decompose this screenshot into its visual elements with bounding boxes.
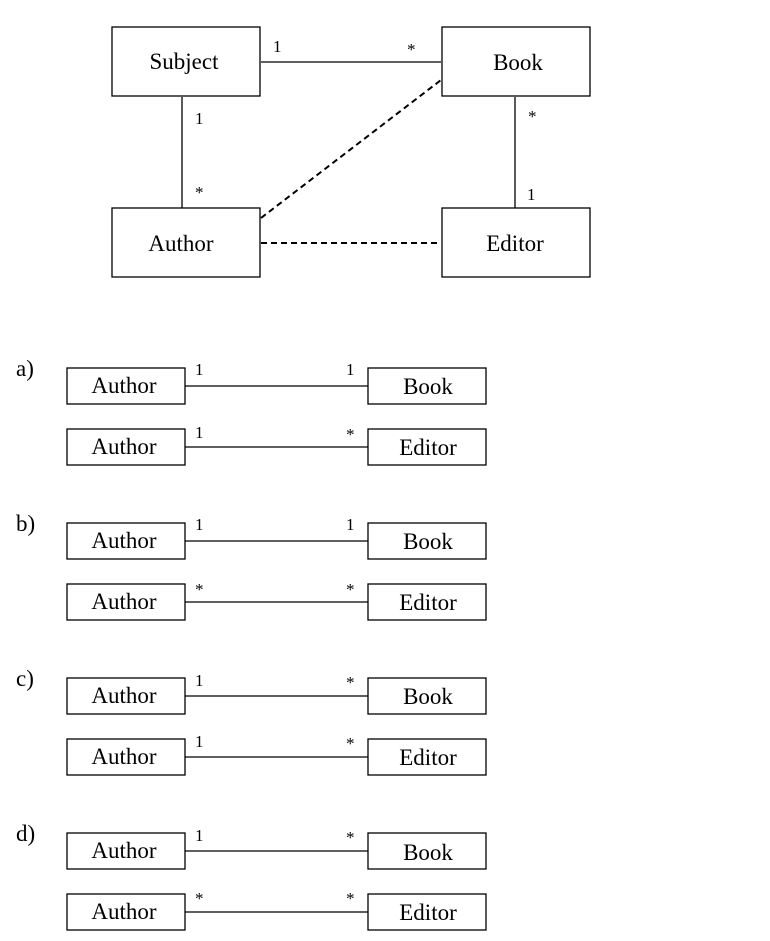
class-box-left bbox=[66, 832, 186, 870]
option-label: a) bbox=[16, 356, 34, 381]
option-row: Author Editor 1 * bbox=[66, 732, 487, 776]
class-box-left bbox=[66, 367, 186, 405]
class-box-left bbox=[66, 738, 186, 776]
class-name-author: Author bbox=[148, 231, 214, 256]
option-label: d) bbox=[16, 821, 35, 846]
class-box-right bbox=[367, 522, 487, 560]
left-multiplicity: 1 bbox=[195, 671, 204, 690]
right-class-name: Editor bbox=[399, 435, 457, 460]
left-multiplicity: 1 bbox=[195, 826, 204, 845]
option-row: Author Editor * * bbox=[66, 580, 487, 621]
class-box-left bbox=[66, 677, 186, 715]
right-multiplicity: * bbox=[346, 673, 355, 692]
class-box-right bbox=[367, 583, 487, 621]
right-class-name: Book bbox=[403, 374, 453, 399]
mult-book-editor-book-end: * bbox=[528, 107, 537, 126]
class-box-left bbox=[66, 893, 186, 931]
author-book-derived-association bbox=[260, 79, 442, 219]
class-box-right bbox=[367, 832, 487, 870]
option-label: c) bbox=[16, 666, 34, 691]
class-box-book: Book bbox=[441, 26, 591, 97]
left-class-name: Author bbox=[91, 744, 157, 769]
left-class-name: Author bbox=[91, 899, 157, 924]
right-multiplicity: * bbox=[346, 425, 355, 444]
option-row: Author Editor * * bbox=[66, 889, 487, 931]
main-class-diagram: Subject Book Author Editor 1 * 1 * * 1 bbox=[111, 26, 591, 278]
option-label: b) bbox=[16, 511, 35, 536]
left-multiplicity: 1 bbox=[195, 423, 204, 442]
option-row: Author Book 1 1 bbox=[66, 515, 487, 560]
option-d: d) Author Book 1 * Author Editor * * bbox=[16, 821, 487, 931]
option-b: b) Author Book 1 1 Author Editor * * bbox=[16, 511, 487, 621]
class-box-author: Author bbox=[111, 207, 261, 278]
class-box-right bbox=[367, 738, 487, 776]
right-multiplicity: 1 bbox=[346, 360, 355, 379]
option-c: c) Author Book 1 * Author Editor 1 * bbox=[16, 666, 487, 776]
left-class-name: Author bbox=[91, 838, 157, 863]
option-row: Author Book 1 * bbox=[66, 826, 487, 870]
class-box-left bbox=[66, 428, 186, 466]
class-box-right bbox=[367, 677, 487, 715]
right-multiplicity: * bbox=[346, 828, 355, 847]
class-name-book: Book bbox=[493, 50, 543, 75]
left-multiplicity: 1 bbox=[195, 515, 204, 534]
class-box-left bbox=[66, 583, 186, 621]
mult-subject-book-subject-end: 1 bbox=[273, 37, 282, 56]
right-multiplicity: * bbox=[346, 734, 355, 753]
option-row: Author Book 1 * bbox=[66, 671, 487, 715]
mult-subject-book-book-end: * bbox=[407, 40, 416, 59]
right-multiplicity: 1 bbox=[346, 515, 355, 534]
right-multiplicity: * bbox=[346, 580, 355, 599]
left-multiplicity: * bbox=[195, 580, 204, 599]
option-row: Author Book 1 1 bbox=[66, 360, 487, 405]
right-class-name: Book bbox=[403, 684, 453, 709]
right-class-name: Book bbox=[403, 840, 453, 865]
class-box-right bbox=[367, 893, 487, 931]
right-multiplicity: * bbox=[346, 889, 355, 908]
class-box-editor: Editor bbox=[441, 207, 591, 278]
right-class-name: Book bbox=[403, 529, 453, 554]
option-row: Author Editor 1 * bbox=[66, 423, 487, 466]
class-box-subject: Subject bbox=[111, 26, 261, 97]
mult-subject-author-subject-end: 1 bbox=[195, 109, 204, 128]
left-class-name: Author bbox=[91, 528, 157, 553]
class-name-subject: Subject bbox=[150, 49, 220, 74]
left-multiplicity: 1 bbox=[195, 732, 204, 751]
left-class-name: Author bbox=[91, 434, 157, 459]
class-box-right bbox=[367, 428, 487, 466]
class-name-editor: Editor bbox=[486, 231, 544, 256]
class-box-right bbox=[367, 367, 487, 405]
left-multiplicity: * bbox=[195, 889, 204, 908]
right-class-name: Editor bbox=[399, 900, 457, 925]
left-multiplicity: 1 bbox=[195, 360, 204, 379]
left-class-name: Author bbox=[91, 683, 157, 708]
right-class-name: Editor bbox=[399, 590, 457, 615]
class-box-left bbox=[66, 522, 186, 560]
right-class-name: Editor bbox=[399, 745, 457, 770]
left-class-name: Author bbox=[91, 373, 157, 398]
mult-book-editor-editor-end: 1 bbox=[527, 185, 536, 204]
option-a: a) Author Book 1 1 Author Editor 1 * bbox=[16, 356, 487, 466]
mult-subject-author-author-end: * bbox=[195, 183, 204, 202]
left-class-name: Author bbox=[91, 589, 157, 614]
